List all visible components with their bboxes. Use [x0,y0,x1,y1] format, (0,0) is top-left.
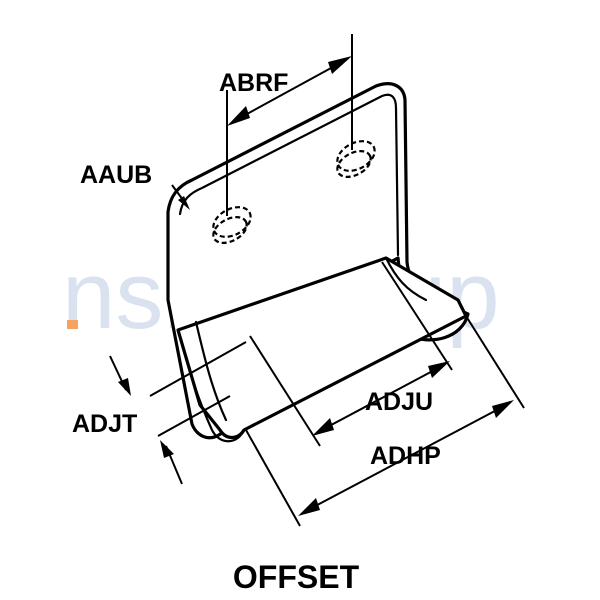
adjt-ext-bottom [157,395,231,437]
abrf-dim-line [235,61,343,121]
dim-adjt: ADJT [72,341,247,485]
bend-line [384,256,428,302]
adhp-dim-line [303,403,509,513]
abrf-label: ABRF [219,69,288,97]
adhp-ext-left [245,429,301,527]
abrf-arrow-right [328,56,352,74]
figure-caption: OFFSET [233,559,360,595]
bracket-part [166,82,470,443]
adju-ext-left [249,335,321,447]
adhp-arrow-left [298,498,320,516]
adju-ext-right [381,261,453,371]
adhp-label: ADHP [370,442,441,470]
dim-adju: ADJU [249,261,453,447]
adjt-label: ADJT [72,410,137,438]
watermark-dot [67,320,78,329]
adjt-arrow-top [118,378,131,396]
bracket-front-flange [176,256,468,440]
mounting-hole-right-back-icon [336,150,372,178]
adju-arrow-right [428,361,450,378]
aaub-arrow [178,196,190,210]
abrf-arrow-left [227,106,250,126]
dim-abrf: ABRF [219,34,353,216]
adju-label: ADJU [365,388,433,416]
adhp-ext-right [465,315,525,409]
curl-edge-outer [176,328,246,443]
adjt-arrow-bottom [160,440,174,458]
aaub-label: AAUB [80,161,152,189]
dim-adhp: ADHP [245,315,525,527]
adju-arrow-left [312,418,334,436]
adhp-arrow-right [492,400,514,418]
mounting-hole-right-icon [336,140,376,172]
dim-aaub: AAUB [80,161,190,210]
curl-edge-inner [194,320,228,422]
mounting-hole-left-icon [212,206,252,238]
adjt-ext-top [149,341,247,397]
mounting-hole-left-back-icon [212,216,248,244]
adju-dim-line [317,365,443,433]
